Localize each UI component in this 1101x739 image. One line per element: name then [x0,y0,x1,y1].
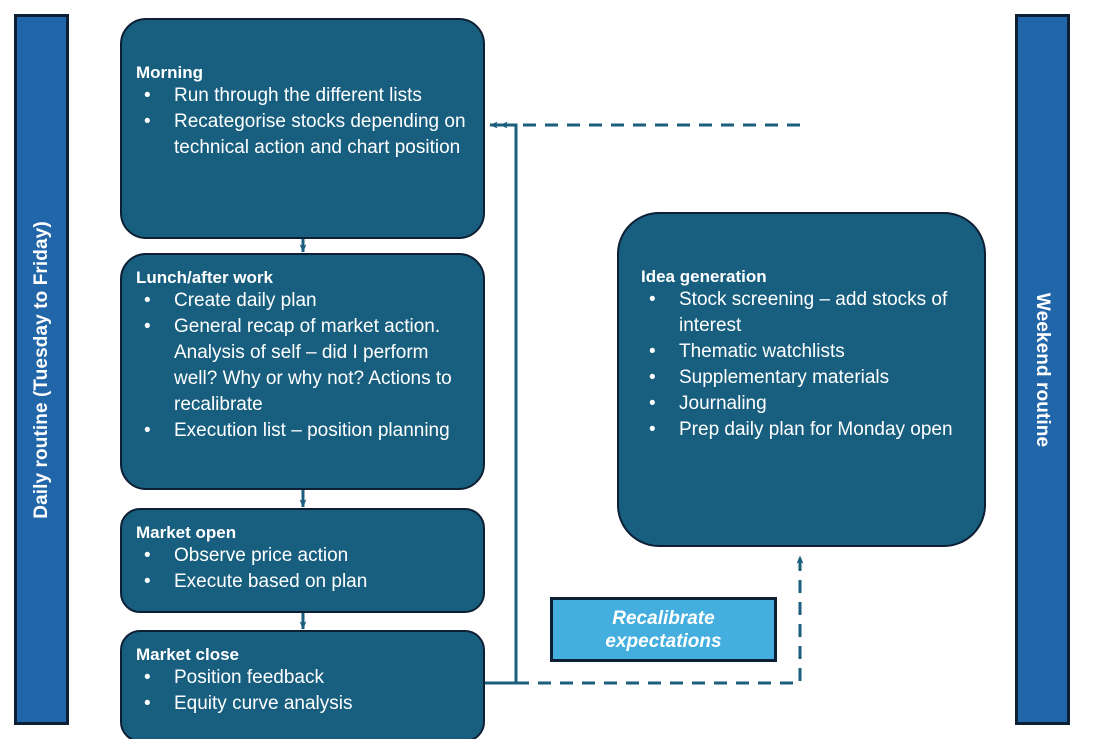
box-title-idea-generation: Idea generation [641,267,767,286]
box-title-market-close: Market close [136,645,239,664]
banner-weekend-routine: Weekend routine [1015,14,1070,725]
box-title-market-open: Market open [136,523,237,542]
box-list-lunch-after-work: Create daily plan General recap of marke… [136,288,467,444]
callout-line-2: expectations [605,630,722,652]
list-item: General recap of market action. Analysis… [136,314,467,418]
list-item: Supplementary materials [641,365,970,391]
callout-recalibrate-expectations[interactable]: Recalibrate expectations [550,597,777,662]
banner-weekend-routine-label: Weekend routine [1032,292,1054,447]
box-title-morning: Morning [136,63,204,82]
box-content: Idea generation Stock screening – add st… [619,214,984,443]
banner-daily-routine-label: Daily routine (Tuesday to Friday) [30,220,52,519]
list-item: Position feedback [136,665,467,691]
process-box-market-open[interactable]: Market open Observe price action Execute… [120,508,485,613]
box-content: Morning Run through the different lists … [122,20,483,161]
box-content: Lunch/after work Create daily plan Gener… [122,255,483,444]
box-content: Market open Observe price action Execute… [122,510,483,595]
process-box-market-close[interactable]: Market close Position feedback Equity cu… [120,630,485,739]
box-list-market-close: Position feedback Equity curve analysis [136,665,467,717]
banner-daily-routine: Daily routine (Tuesday to Friday) [14,14,69,725]
list-item: Stock screening – add stocks of interest [641,287,970,339]
process-box-idea-generation[interactable]: Idea generation Stock screening – add st… [617,212,986,547]
list-item: Thematic watchlists [641,339,970,365]
list-item: Create daily plan [136,288,467,314]
box-content: Market close Position feedback Equity cu… [122,632,483,717]
callout-text: Recalibrate expectations [605,607,721,653]
box-list-morning: Run through the different lists Recatego… [136,83,467,161]
connector-market-close-to-morning [485,121,518,685]
callout-line-1: Recalibrate [612,607,715,629]
box-title-lunch-after-work: Lunch/after work [136,268,273,287]
list-item: Observe price action [136,543,467,569]
list-item: Run through the different lists [136,83,467,109]
list-item: Journaling [641,391,970,417]
box-list-idea-generation: Stock screening – add stocks of interest… [641,287,970,443]
list-item: Execution list – position planning [136,418,467,444]
list-item: Recategorise stocks depending on technic… [136,109,467,161]
process-box-morning[interactable]: Morning Run through the different lists … [120,18,485,239]
process-box-lunch-after-work[interactable]: Lunch/after work Create daily plan Gener… [120,253,485,490]
list-item: Execute based on plan [136,569,467,595]
box-list-market-open: Observe price action Execute based on pl… [136,543,467,595]
list-item: Equity curve analysis [136,691,467,717]
list-item: Prep daily plan for Monday open [641,417,970,443]
